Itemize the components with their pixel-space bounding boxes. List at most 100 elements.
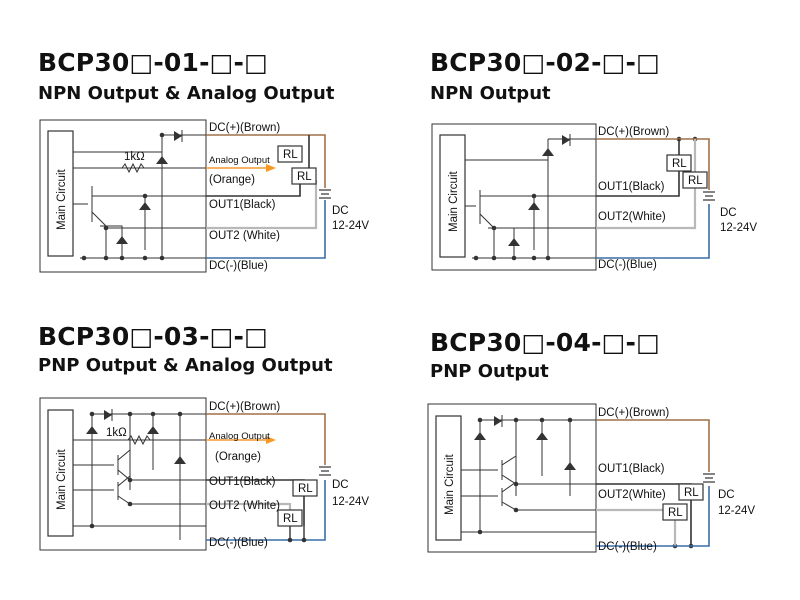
panel-title: BCP30□-04-□-□ [430, 328, 660, 357]
circuit-housing [39, 397, 207, 551]
diode-icon [562, 135, 570, 145]
analog-color-label: (Orange) [215, 451, 261, 463]
panel-title: BCP30□-02-□-□ [430, 48, 660, 77]
supply-label: DC [718, 489, 735, 501]
panel-bcp30-03: BCP30□-03-□-□ PNP Output & Analog Output… [0, 300, 400, 600]
blue-wire [206, 480, 326, 541]
main-circuit-label: Main Circuit [56, 168, 68, 230]
load-resistor-2 [662, 503, 688, 521]
zener-diode-icon [139, 202, 151, 210]
zener-diode-icon [174, 456, 186, 464]
load-label: RL [684, 487, 699, 499]
brown-wire [596, 138, 710, 190]
dc-negative-label: DC(-)(Blue) [209, 260, 268, 272]
battery-icon [703, 473, 715, 483]
panel-subtitle: NPN Output [430, 83, 551, 104]
load-resistor-2 [277, 509, 303, 527]
circuit-housing [427, 403, 597, 553]
junction-dots [89, 411, 183, 529]
analog-output-label: Analog Output [209, 431, 270, 442]
zener-diode-icon [86, 426, 98, 434]
diode-icon [104, 410, 112, 420]
junction-dots [287, 537, 307, 543]
analog-output-label: Analog Output [209, 155, 270, 166]
battery-icon [319, 189, 331, 199]
out2-label: OUT2 (White) [209, 230, 280, 242]
main-circuit-label: Main Circuit [448, 170, 460, 232]
panel-bcp30-02: BCP30□-02-□-□ NPN Output Main Circuit [392, 0, 792, 300]
load-resistor-2 [682, 171, 708, 189]
dc-positive-label: DC(+)(Brown) [598, 126, 669, 138]
zener-diode-icon [156, 156, 168, 164]
junction-dots [473, 136, 698, 261]
panel-subtitle: NPN Output & Analog Output [38, 83, 335, 104]
dc-positive-label: DC(+)(Brown) [209, 122, 280, 134]
load-label: RL [672, 158, 687, 170]
dc-positive-label: DC(+)(Brown) [598, 407, 669, 419]
brown-wire [596, 419, 710, 472]
panel-title: BCP30□-03-□-□ [38, 322, 268, 351]
internal-wiring [465, 138, 596, 259]
diode-icon [174, 131, 182, 141]
out1-label: OUT1(Black) [598, 181, 665, 193]
wiring-diagram: Main Circuit [427, 403, 755, 553]
load-label: RL [668, 507, 683, 519]
dc-negative-label: DC(-)(Blue) [209, 537, 268, 549]
diode-icon [494, 416, 502, 426]
panel-subtitle: PNP Output [430, 361, 549, 382]
wiring-diagram: Main Circuit R [431, 123, 757, 271]
panel-subtitle: PNP Output & Analog Output [38, 355, 333, 376]
main-circuit-box [47, 130, 74, 257]
resistor-label: 1kΩ [106, 427, 127, 439]
dc-positive-label: DC(+)(Brown) [209, 401, 280, 413]
zener-diode-icon [474, 432, 486, 440]
load-resistor-1 [678, 483, 704, 501]
brown-wire [206, 134, 326, 188]
load-resistor-1 [666, 154, 692, 172]
white-wire [206, 180, 318, 230]
zener-diode-icon [542, 148, 554, 156]
brown-wire [206, 413, 326, 465]
battery-icon [703, 191, 715, 201]
wiring-diagram: Main Circuit 1kΩ [39, 397, 369, 551]
main-circuit-box [47, 409, 74, 537]
zener-diode-icon [508, 238, 520, 246]
white-wire [596, 139, 697, 230]
zener-diode-icon [116, 236, 128, 244]
out1-label: OUT1(Black) [598, 463, 665, 475]
circuit-housing [431, 123, 597, 271]
arrow-right-icon [266, 164, 276, 172]
out2-label: OUT2(White) [598, 489, 666, 501]
load-label: RL [297, 171, 312, 183]
resistor-label: 1kΩ [124, 151, 145, 163]
supply-voltage-label: 12-24V [718, 505, 755, 517]
wiring-diagram: Main Circuit 1kΩ [39, 119, 369, 273]
load-label: RL [283, 513, 298, 525]
zener-diode-icon [147, 426, 159, 434]
blue-wire [206, 200, 326, 259]
load-resistor-2 [291, 167, 317, 185]
main-circuit-box [435, 415, 462, 541]
out2-label: OUT2 (White) [209, 500, 280, 512]
out1-label: OUT1(Black) [209, 476, 276, 488]
main-circuit-label: Main Circuit [444, 453, 456, 515]
supply-label: DC [720, 207, 737, 219]
main-circuit-label: Main Circuit [56, 448, 68, 510]
load-label: RL [688, 175, 703, 187]
supply-voltage-label: 12-24V [332, 496, 369, 508]
dc-negative-label: DC(-)(Blue) [598, 541, 657, 553]
supply-voltage-label: 12-24V [332, 220, 369, 232]
analog-color-label: (Orange) [209, 174, 255, 186]
zener-diode-icon [536, 432, 548, 440]
zener-diode-icon [528, 202, 540, 210]
battery-icon [319, 466, 331, 476]
blue-wire [596, 486, 710, 547]
dc-negative-label: DC(-)(Blue) [598, 259, 657, 271]
zener-diode-icon [564, 462, 576, 470]
supply-label: DC [332, 205, 349, 217]
load-label: RL [298, 483, 313, 495]
junction-dots [81, 132, 165, 261]
blue-wire [596, 204, 710, 259]
junction-dots [477, 417, 694, 549]
panel-title: BCP30□-01-□-□ [38, 48, 268, 77]
